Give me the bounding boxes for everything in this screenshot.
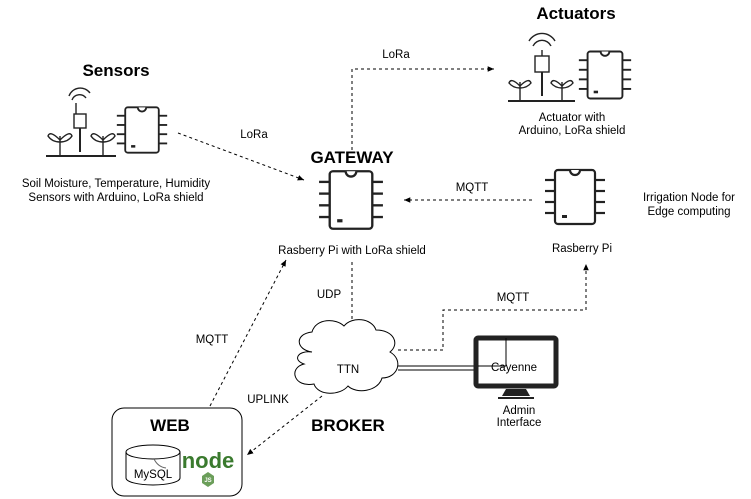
broker-title: BROKER xyxy=(311,416,385,435)
label-broker-web-uplink: UPLINK xyxy=(247,394,289,406)
label-sensors-gateway-lora: LoRa xyxy=(240,129,268,141)
edge-chip-icon xyxy=(544,168,606,226)
flow-gateway-to-actuators xyxy=(351,66,494,150)
sensors-title: Sensors xyxy=(82,61,149,80)
edge-note-line2: Edge computing xyxy=(647,206,730,218)
admin-caption-line1: Admin xyxy=(503,405,536,417)
sensor-plants-icon xyxy=(46,87,116,157)
actuator-plants-icon xyxy=(508,32,575,102)
monitor-label: Cayenne xyxy=(491,362,537,374)
gateway-chip-icon xyxy=(318,170,384,230)
edge-note-line1: Irrigation Node for xyxy=(643,192,735,204)
sensor-chip-icon xyxy=(116,106,168,154)
nodejs-logo-text: node xyxy=(182,448,235,473)
broker-label: TTN xyxy=(337,364,359,376)
sensors-caption-line1: Soil Moisture, Temperature, Humidity xyxy=(22,178,211,190)
nodejs-logo-badge: JS xyxy=(204,478,211,484)
flow-broker-to-web xyxy=(246,395,323,456)
edge-caption: Rasberry Pi xyxy=(552,243,612,255)
nodejs-logo-icon: node JS xyxy=(182,448,235,487)
flow-sensors-to-gateway xyxy=(177,132,305,181)
gateway-caption: Rasberry Pi with LoRa shield xyxy=(278,245,426,257)
broker-cloud xyxy=(294,319,399,394)
mysql-label: MySQL xyxy=(134,469,173,481)
label-edge-gateway-mqtt: MQTT xyxy=(456,182,489,194)
flow-web-to-gateway xyxy=(209,259,287,407)
admin-caption-line2: Interface xyxy=(497,417,542,429)
monitor-icon xyxy=(473,335,559,399)
actuator-chip-icon xyxy=(578,50,632,100)
label-broker-edge-mqtt: MQTT xyxy=(497,292,530,304)
flow-broker-to-edge xyxy=(398,264,589,351)
web-title: WEB xyxy=(150,416,190,435)
actuator-caption-line1: Actuator with xyxy=(539,112,605,124)
label-gateway-broker-udp: UDP xyxy=(317,289,342,301)
label-web-gateway-mqtt: MQTT xyxy=(196,334,229,346)
actuators-title: Actuators xyxy=(536,4,615,23)
label-gateway-actuators-lora: LoRa xyxy=(382,49,410,61)
actuator-caption-line2: Arduino, LoRa shield xyxy=(519,125,626,137)
mysql-database-icon xyxy=(125,444,181,486)
sensors-caption-line2: Sensors with Arduino, LoRa shield xyxy=(28,192,203,204)
gateway-title: GATEWAY xyxy=(310,148,394,167)
